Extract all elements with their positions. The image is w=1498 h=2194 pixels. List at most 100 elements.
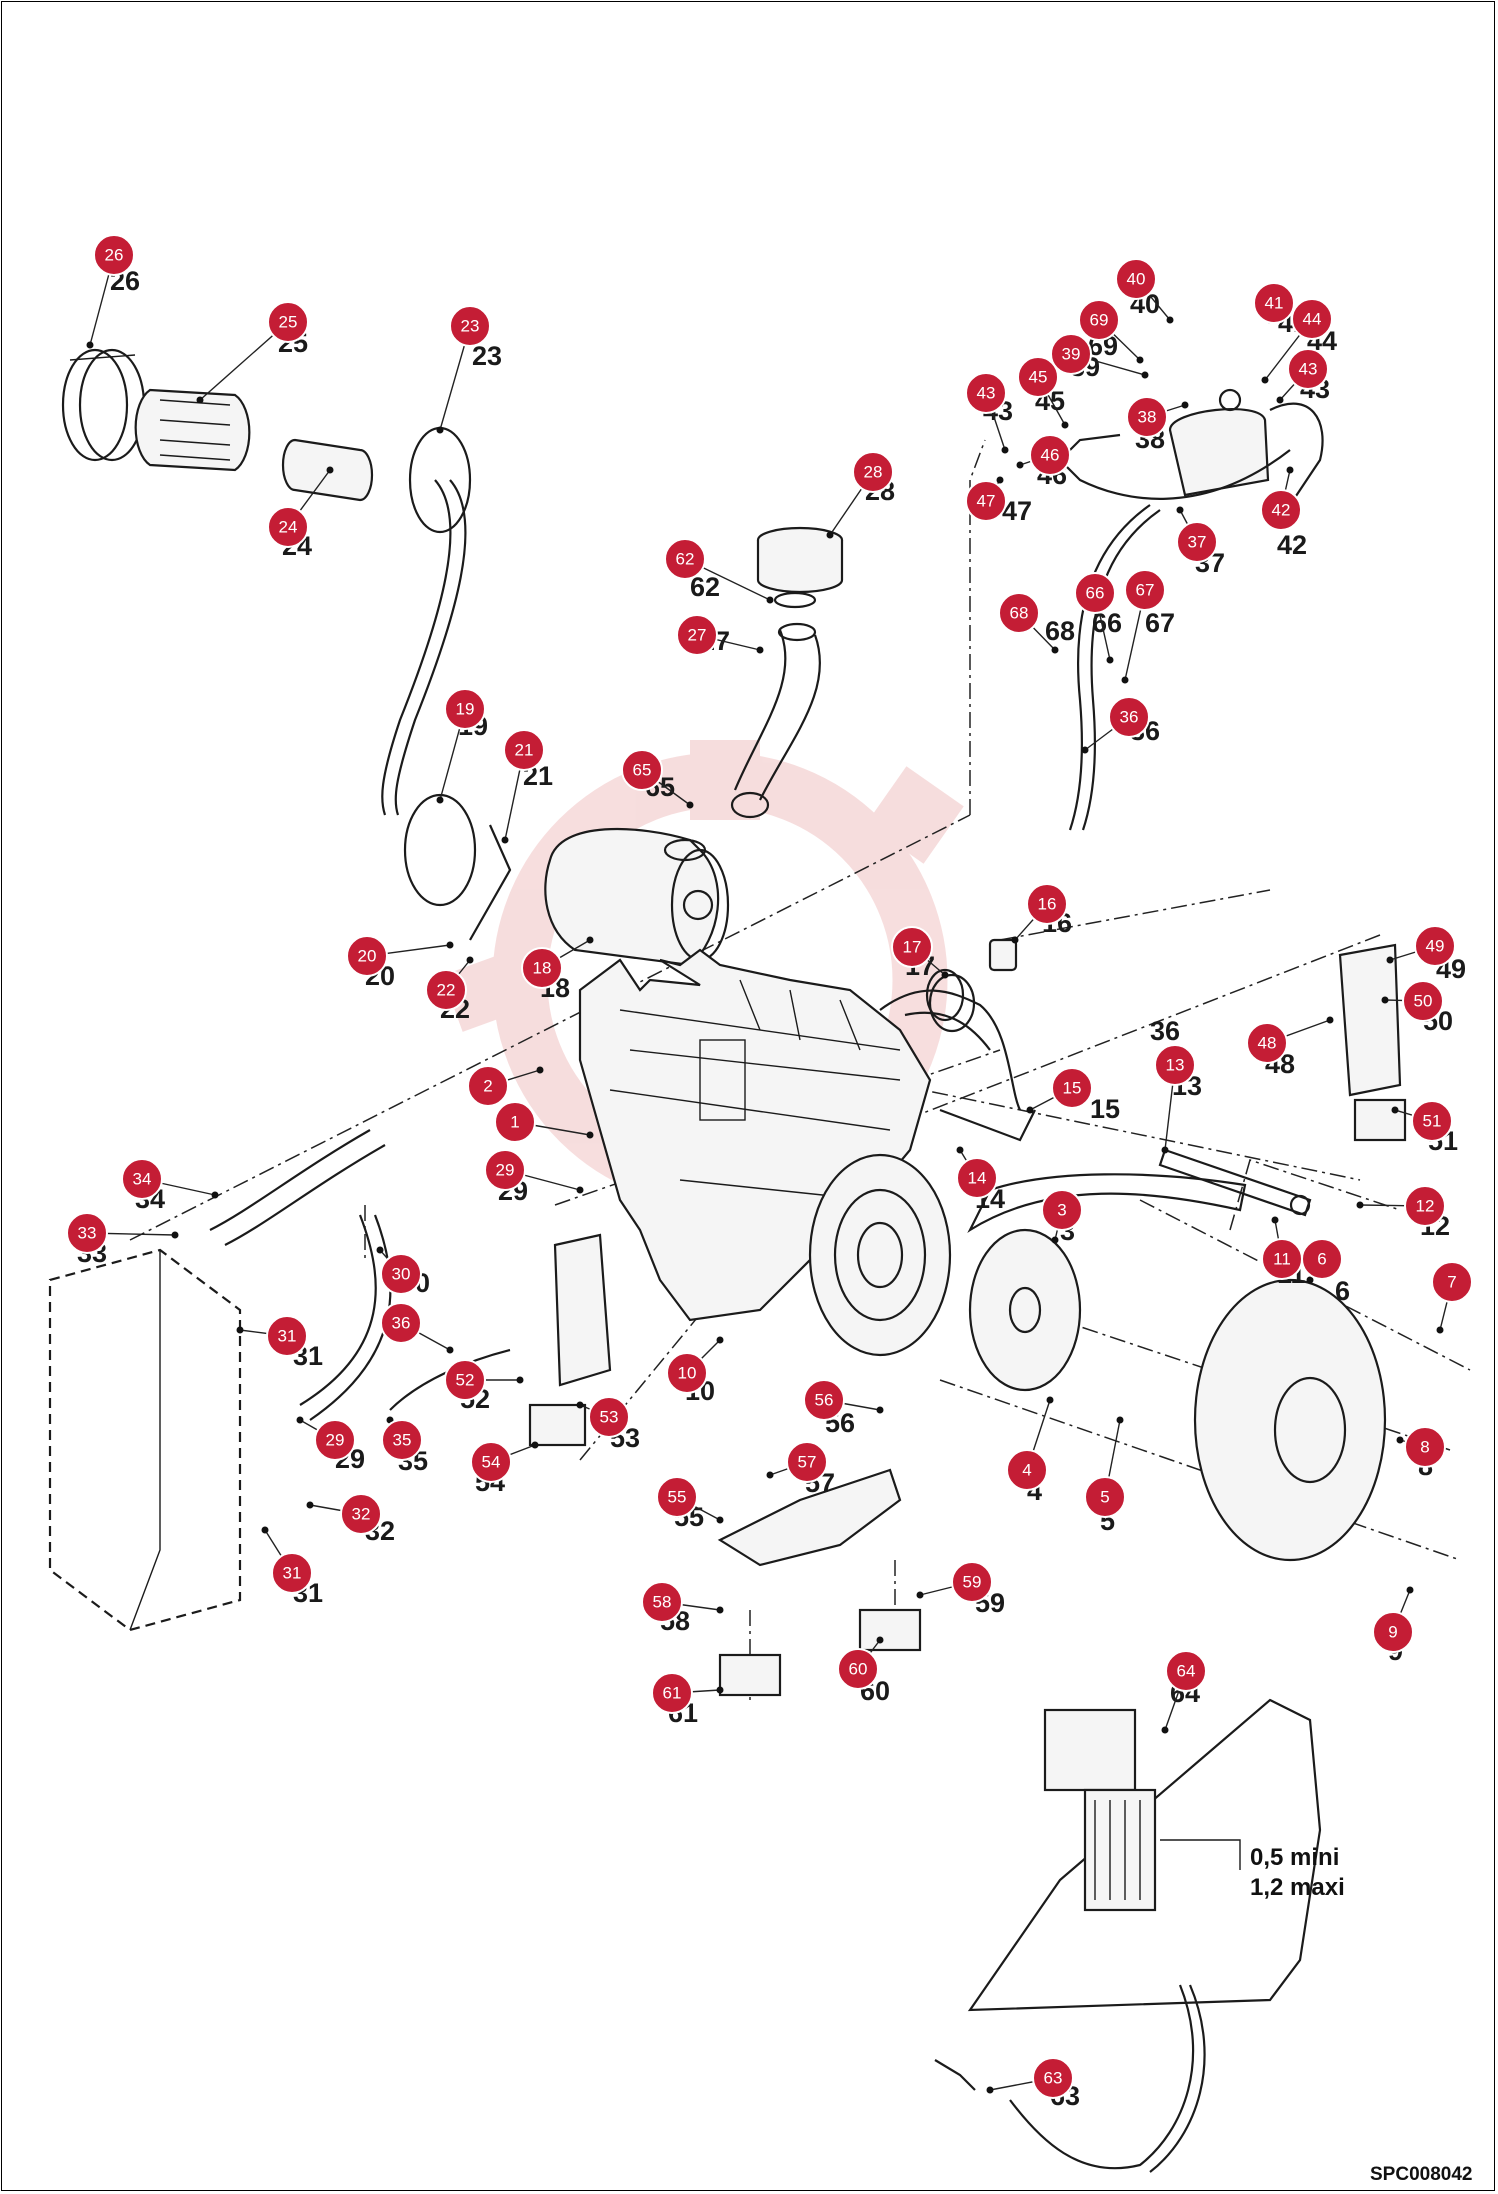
- callout-badge[interactable]: [651, 1672, 693, 1714]
- callout-marker[interactable]: 35: [381, 1419, 423, 1461]
- callout-badge[interactable]: [1287, 348, 1329, 390]
- callout-badge[interactable]: [956, 1157, 998, 1199]
- callout-badge[interactable]: [1404, 1426, 1446, 1468]
- callout-marker[interactable]: 39: [1050, 333, 1092, 375]
- callout-badge[interactable]: [444, 1359, 486, 1401]
- callout-marker[interactable]: 64: [1165, 1650, 1207, 1692]
- callout-badge[interactable]: [380, 1302, 422, 1344]
- callout-marker[interactable]: 28: [852, 451, 894, 493]
- callout-marker[interactable]: 29: [484, 1149, 526, 1191]
- callout-marker[interactable]: 36: [380, 1302, 422, 1344]
- callout-marker[interactable]: 3: [1041, 1189, 1083, 1231]
- callout-badge[interactable]: [588, 1396, 630, 1438]
- callout-marker[interactable]: 54: [470, 1441, 512, 1483]
- callout-marker[interactable]: 43: [965, 372, 1007, 414]
- callout-badge[interactable]: [1414, 925, 1456, 967]
- callout-marker[interactable]: 9: [1372, 1611, 1414, 1653]
- callout-badge[interactable]: [965, 480, 1007, 522]
- callout-badge[interactable]: [837, 1648, 879, 1690]
- callout-marker[interactable]: 15: [1051, 1067, 1093, 1109]
- callout-marker[interactable]: 16: [1026, 883, 1068, 925]
- callout-badge[interactable]: [425, 969, 467, 1011]
- callout-marker[interactable]: 57: [786, 1441, 828, 1483]
- callout-badge[interactable]: [1032, 2057, 1074, 2099]
- callout-marker[interactable]: 37: [1176, 521, 1218, 563]
- callout-marker[interactable]: 49: [1414, 925, 1456, 967]
- callout-badge[interactable]: [1253, 282, 1295, 324]
- callout-badge[interactable]: [1026, 883, 1068, 925]
- callout-marker[interactable]: 53: [588, 1396, 630, 1438]
- callout-badge[interactable]: [267, 301, 309, 343]
- callout-marker[interactable]: 62: [664, 538, 706, 580]
- callout-badge[interactable]: [998, 592, 1040, 634]
- callout-marker[interactable]: 23: [449, 305, 491, 347]
- callout-badge[interactable]: [951, 1561, 993, 1603]
- callout-marker[interactable]: 26: [93, 234, 135, 276]
- callout-marker[interactable]: 1: [494, 1101, 536, 1143]
- callout-badge[interactable]: [1154, 1044, 1196, 1086]
- callout-marker[interactable]: 25: [267, 301, 309, 343]
- callout-marker[interactable]: 40: [1115, 258, 1157, 300]
- callout-badge[interactable]: [267, 506, 309, 548]
- callout-badge[interactable]: [1108, 696, 1150, 738]
- callout-badge[interactable]: [1402, 980, 1444, 1022]
- callout-badge[interactable]: [676, 614, 718, 656]
- callout-marker[interactable]: 19: [444, 688, 486, 730]
- callout-marker[interactable]: 18: [521, 947, 563, 989]
- callout-badge[interactable]: [93, 234, 135, 276]
- callout-badge[interactable]: [1074, 572, 1116, 614]
- callout-badge[interactable]: [1404, 1185, 1446, 1227]
- callout-marker[interactable]: 38: [1126, 396, 1168, 438]
- callout-badge[interactable]: [852, 451, 894, 493]
- callout-badge[interactable]: [621, 749, 663, 791]
- callout-marker[interactable]: 12: [1404, 1185, 1446, 1227]
- callout-badge[interactable]: [1372, 1611, 1414, 1653]
- callout-badge[interactable]: [1041, 1189, 1083, 1231]
- callout-badge[interactable]: [66, 1212, 108, 1254]
- callout-badge[interactable]: [803, 1379, 845, 1421]
- callout-marker[interactable]: 30: [380, 1253, 422, 1295]
- callout-marker[interactable]: 67: [1124, 569, 1166, 611]
- callout-marker[interactable]: 21: [503, 729, 545, 771]
- callout-marker[interactable]: 14: [956, 1157, 998, 1199]
- callout-badge[interactable]: [484, 1149, 526, 1191]
- callout-badge[interactable]: [1411, 1100, 1453, 1142]
- callout-badge[interactable]: [1165, 1650, 1207, 1692]
- callout-badge[interactable]: [891, 926, 933, 968]
- callout-badge[interactable]: [494, 1101, 536, 1143]
- callout-badge[interactable]: [1176, 521, 1218, 563]
- callout-marker[interactable]: 41: [1253, 282, 1295, 324]
- callout-badge[interactable]: [1124, 569, 1166, 611]
- callout-badge[interactable]: [1261, 1238, 1303, 1280]
- callout-badge[interactable]: [1260, 489, 1302, 531]
- callout-badge[interactable]: [1291, 298, 1333, 340]
- callout-marker[interactable]: 47: [965, 480, 1007, 522]
- callout-badge[interactable]: [1017, 356, 1059, 398]
- callout-badge[interactable]: [666, 1352, 708, 1394]
- callout-marker[interactable]: 24: [267, 506, 309, 548]
- callout-marker[interactable]: 36: [1108, 696, 1150, 738]
- callout-badge[interactable]: [664, 538, 706, 580]
- callout-marker[interactable]: 52: [444, 1359, 486, 1401]
- callout-marker[interactable]: 66: [1074, 572, 1116, 614]
- callout-badge[interactable]: [656, 1476, 698, 1518]
- callout-badge[interactable]: [1078, 299, 1120, 341]
- callout-badge[interactable]: [1431, 1261, 1473, 1303]
- callout-badge[interactable]: [1126, 396, 1168, 438]
- callout-marker[interactable]: 22: [425, 969, 467, 1011]
- callout-marker[interactable]: 13: [1154, 1044, 1196, 1086]
- callout-marker[interactable]: 51: [1411, 1100, 1453, 1142]
- callout-marker[interactable]: 17: [891, 926, 933, 968]
- callout-badge[interactable]: [121, 1158, 163, 1200]
- callout-badge[interactable]: [449, 305, 491, 347]
- callout-badge[interactable]: [266, 1315, 308, 1357]
- callout-badge[interactable]: [1050, 333, 1092, 375]
- callout-marker[interactable]: 29: [314, 1419, 356, 1461]
- callout-marker[interactable]: 31: [271, 1552, 313, 1594]
- callout-marker[interactable]: 8: [1404, 1426, 1446, 1468]
- callout-badge[interactable]: [340, 1493, 382, 1535]
- callout-marker[interactable]: 68: [998, 592, 1040, 634]
- callout-badge[interactable]: [271, 1552, 313, 1594]
- callout-badge[interactable]: [1115, 258, 1157, 300]
- callout-marker[interactable]: 5: [1084, 1476, 1126, 1518]
